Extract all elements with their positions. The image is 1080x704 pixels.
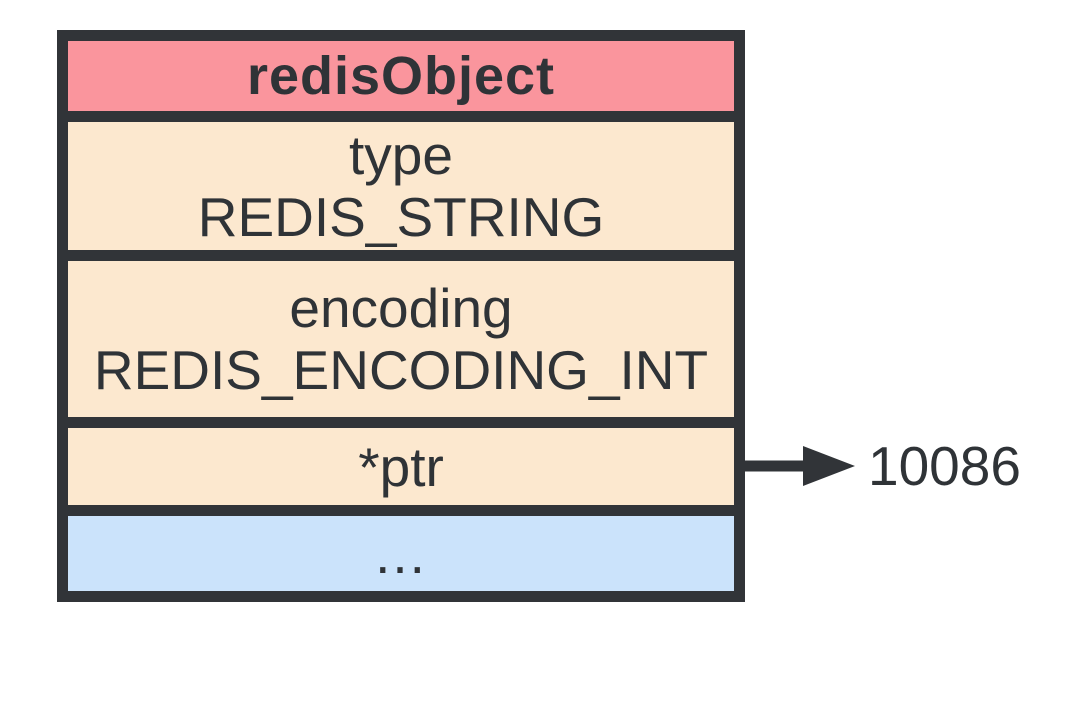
field-row-ptr: *ptr xyxy=(68,428,734,505)
field-name-ptr: *ptr xyxy=(358,435,444,498)
field-row-encoding: encoding REDIS_ENCODING_INT xyxy=(68,261,734,417)
field-value-type: REDIS_STRING xyxy=(197,186,605,248)
ellipsis-label: ... xyxy=(375,522,427,585)
pointer-arrow-icon xyxy=(745,446,855,486)
field-row-ellipsis: ... xyxy=(68,516,734,591)
arrow-head xyxy=(803,446,855,486)
struct-title: redisObject xyxy=(246,46,556,106)
pointer-target-value: 10086 xyxy=(868,435,1021,497)
field-name-encoding: encoding xyxy=(289,277,513,339)
field-row-type: type REDIS_STRING xyxy=(68,122,734,250)
redis-object-struct: redisObject type REDIS_STRING encoding R… xyxy=(57,30,745,602)
field-name-type: type xyxy=(349,124,453,186)
field-value-encoding: REDIS_ENCODING_INT xyxy=(93,339,709,401)
struct-header-row: redisObject xyxy=(68,41,734,111)
